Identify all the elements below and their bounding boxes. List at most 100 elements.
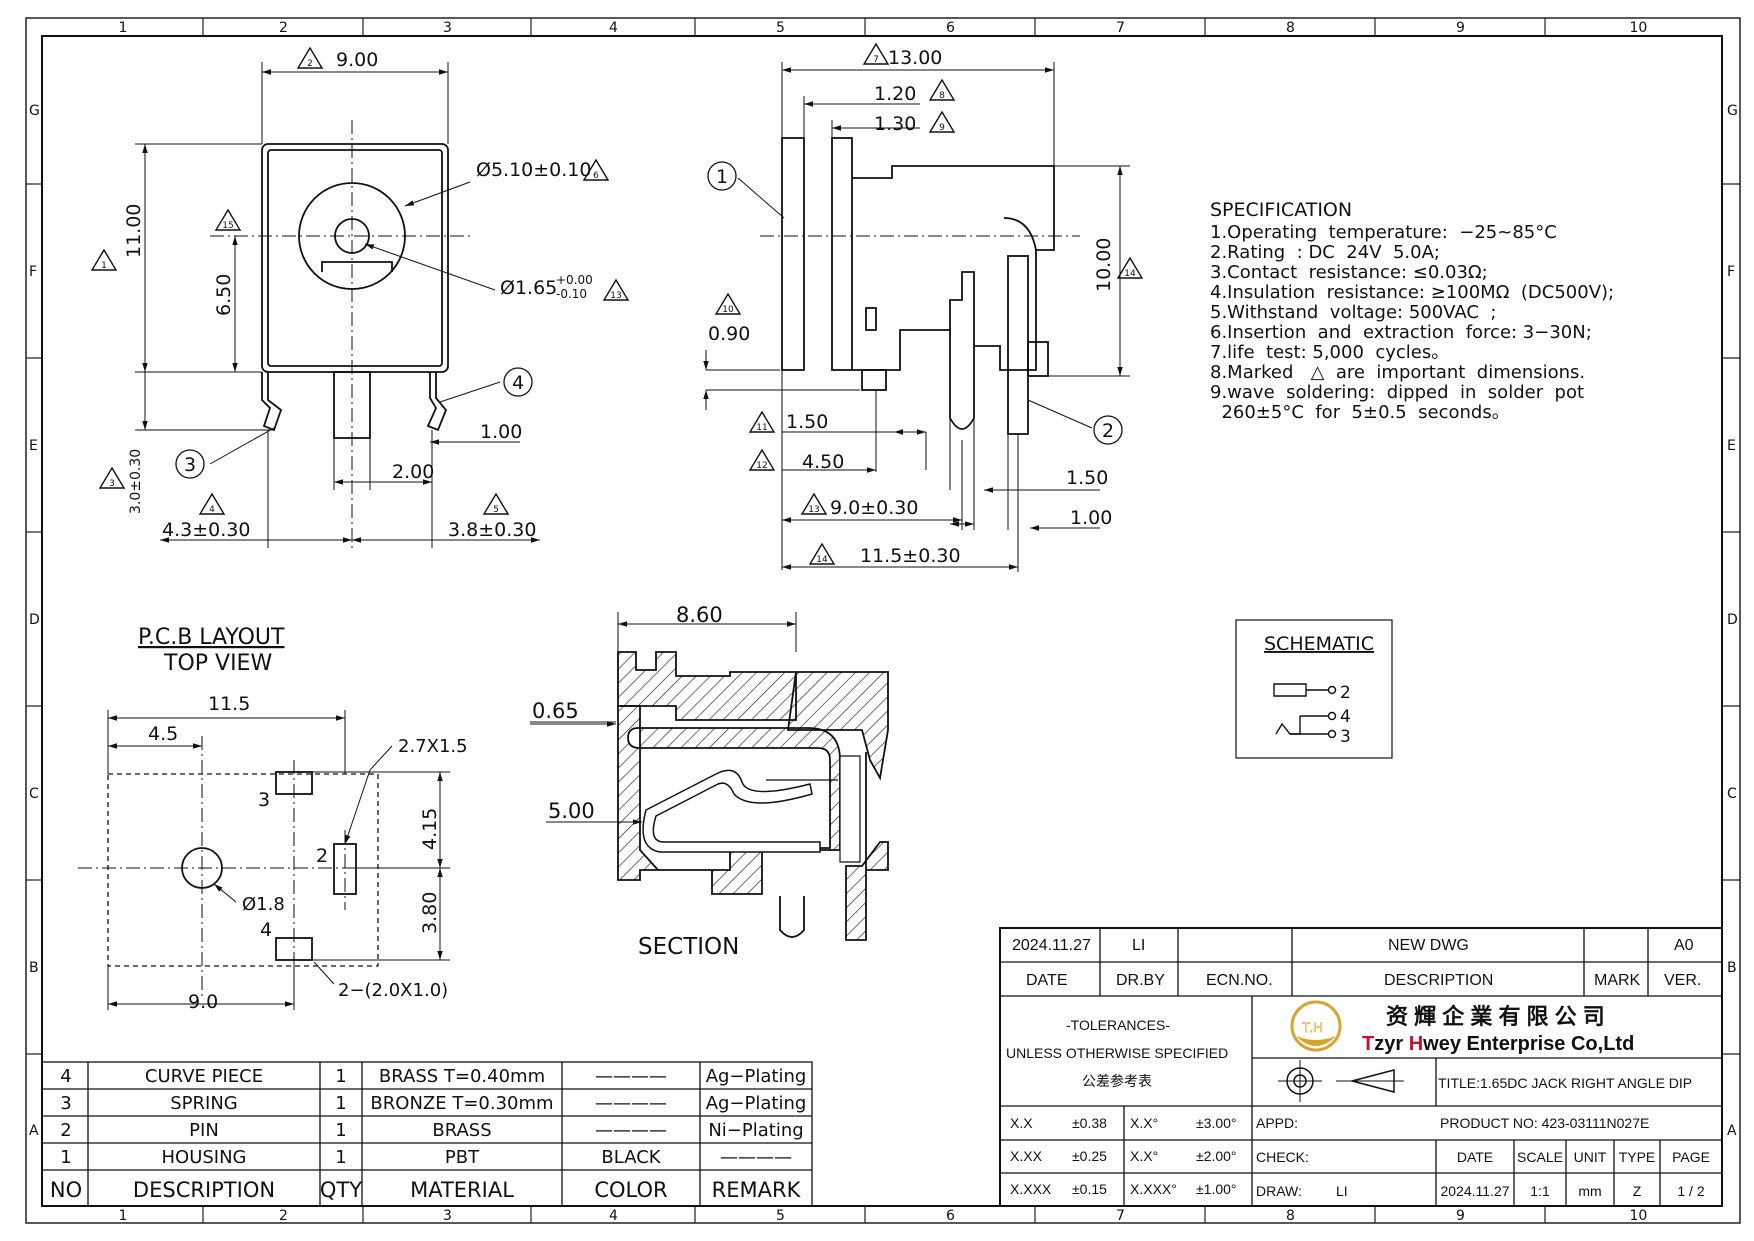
pcb-pad-label-3: 3 [258, 789, 270, 811]
important-mark: 1 [90, 248, 118, 271]
pcb-hole-size: Ø1.8 [242, 894, 285, 915]
svg-text:1: 1 [716, 166, 728, 188]
section-dim-a: 0.65 [532, 699, 579, 723]
bom-cell: BLACK [601, 1147, 661, 1168]
svg-text:4: 4 [512, 372, 524, 394]
schematic [1235, 619, 1393, 759]
company-cn: 资 輝 企 業 有 限 公 司 [1386, 1004, 1605, 1029]
pcb-title: P.C.B LAYOUT [138, 625, 285, 650]
zone-col-label: 6 [946, 20, 955, 36]
svg-text:2: 2 [307, 59, 313, 69]
important-mark: 14 [1116, 256, 1144, 279]
rev-h-desc: DESCRIPTION [1384, 972, 1493, 989]
zone-row-label: B [1727, 960, 1737, 976]
tolerance-cell: X.XXX° [1130, 1181, 1177, 1197]
rev-desc: NEW DWG [1388, 937, 1469, 954]
svg-text:2: 2 [1102, 420, 1114, 442]
bom-cell: Ag−Plating [706, 1066, 807, 1087]
zone-col-label: 10 [1630, 1208, 1648, 1224]
section-housing-body [617, 705, 841, 895]
zone-col-label: 5 [776, 1208, 785, 1224]
dim-p4: 11.5±0.30 [860, 545, 961, 567]
spec-line: 7.life test: 5,000 cycles。 [1210, 342, 1449, 363]
side-housing-curve [1003, 217, 1037, 251]
important-mark: 3 [98, 466, 126, 489]
spec-line: 2.Rating : DC 24V 5.0A; [1210, 242, 1440, 263]
bom-cell: 1 [335, 1093, 346, 1114]
bom-cell: ———— [595, 1066, 667, 1087]
tolerance-cell: X.XX [1010, 1148, 1043, 1164]
section-dim-b: 5.00 [548, 799, 595, 823]
front-housing-inner [267, 149, 443, 367]
spec-line: 1.Operating temperature: −25~85°C [1210, 222, 1557, 243]
schematic-pin-4: 4 [1340, 707, 1351, 727]
tol-cn: 公差参考表 [1082, 1073, 1152, 1089]
section-dim-w: 8.60 [676, 603, 723, 627]
lead-3 [261, 372, 283, 432]
side-pin-tab [1027, 341, 1049, 377]
tolerance-cell: ±0.15 [1072, 1181, 1107, 1197]
dim-side-height: 10.00 [1093, 238, 1115, 292]
appd-label: APPD: [1256, 1115, 1298, 1131]
zone-row-label: D [29, 612, 40, 628]
section-housing-top [617, 651, 889, 781]
spec-line: 260±5°C for 5±0.5 seconds。 [1210, 402, 1510, 423]
side-lead-stub [861, 369, 887, 391]
center-pin-lead [333, 371, 371, 439]
dim-base: 0.90 [708, 323, 750, 345]
bom-cell: BRONZE T=0.30mm [370, 1093, 553, 1114]
zone-row-label: F [29, 264, 37, 280]
pcb-slots: 2−(2.0X1.0) [338, 980, 448, 1001]
zone-col-label: 5 [776, 20, 785, 36]
zone-col-label: 10 [1630, 20, 1648, 36]
dim-lead-offset: 1.00 [480, 421, 522, 443]
info-header: PAGE [1672, 1149, 1710, 1165]
dim-pin-dia: Ø1.65 [500, 277, 557, 299]
section-title: SECTION [638, 934, 739, 960]
zone-col-label: 2 [279, 20, 288, 36]
zone-col-label: 4 [609, 1208, 618, 1224]
dim-p3: 9.0±0.30 [830, 497, 918, 519]
zone-row-label: C [1727, 786, 1737, 802]
info-header: UNIT [1574, 1149, 1607, 1165]
bore-key [321, 261, 393, 272]
bom-cell: 1 [335, 1120, 346, 1141]
zone-col-label: 7 [1116, 1208, 1125, 1224]
spec-title: SPECIFICATION [1210, 199, 1352, 221]
dim-bore: Ø5.10±0.10 [476, 159, 591, 181]
tolerance-cell: X.X [1010, 1115, 1033, 1131]
outer-border [25, 17, 1741, 1224]
dim-p2: 4.50 [802, 451, 844, 473]
bom-cell: BRASS [432, 1120, 491, 1141]
spec-lines: 1.Operating temperature: −25~85°C2.Ratin… [1210, 222, 1614, 423]
svg-text:10: 10 [722, 305, 734, 315]
bom-cell: 1 [60, 1147, 71, 1168]
zone-col-label: 9 [1456, 1208, 1465, 1224]
bom-cell: ———— [595, 1093, 667, 1114]
tol-sub: UNLESS OTHERWISE SPECIFIED [1006, 1045, 1228, 1061]
zone-col-label: 3 [443, 20, 452, 36]
important-mark: 10 [714, 292, 742, 315]
schematic-pin-3: 3 [1340, 727, 1351, 747]
info-value: mm [1578, 1183, 1601, 1199]
rev-h-ecn: ECN.NO. [1206, 972, 1273, 989]
pcb-pad-size: 2.7X1.5 [398, 736, 468, 757]
dim-p6: 1.00 [1070, 507, 1112, 529]
tolerance-cell: ±0.38 [1072, 1115, 1107, 1131]
spec-line: 3.Contact resistance: ≤0.03Ω; [1210, 262, 1488, 283]
rev-by: LI [1132, 937, 1145, 954]
bom-header: QTY [320, 1178, 362, 1202]
rev-date: 2024.11.27 [1012, 937, 1091, 954]
important-mark: 8 [928, 78, 956, 101]
bom-cell: 1 [335, 1147, 346, 1168]
bom-cell: 2 [60, 1120, 71, 1141]
spec-line: 5.Withstand voltage: 500VAC ; [1210, 302, 1496, 323]
part-balloon: 4 [503, 367, 533, 397]
pcb-dim-x1: 4.5 [148, 723, 178, 745]
tolerance-cell: X.X° [1130, 1115, 1158, 1131]
info-value: 2024.11.27 [1440, 1183, 1509, 1199]
zone-col-label: 8 [1286, 20, 1295, 36]
dim-pin-tol-up: +0.00 [556, 273, 593, 287]
tol-title: -TOLERANCES- [1066, 1017, 1170, 1033]
